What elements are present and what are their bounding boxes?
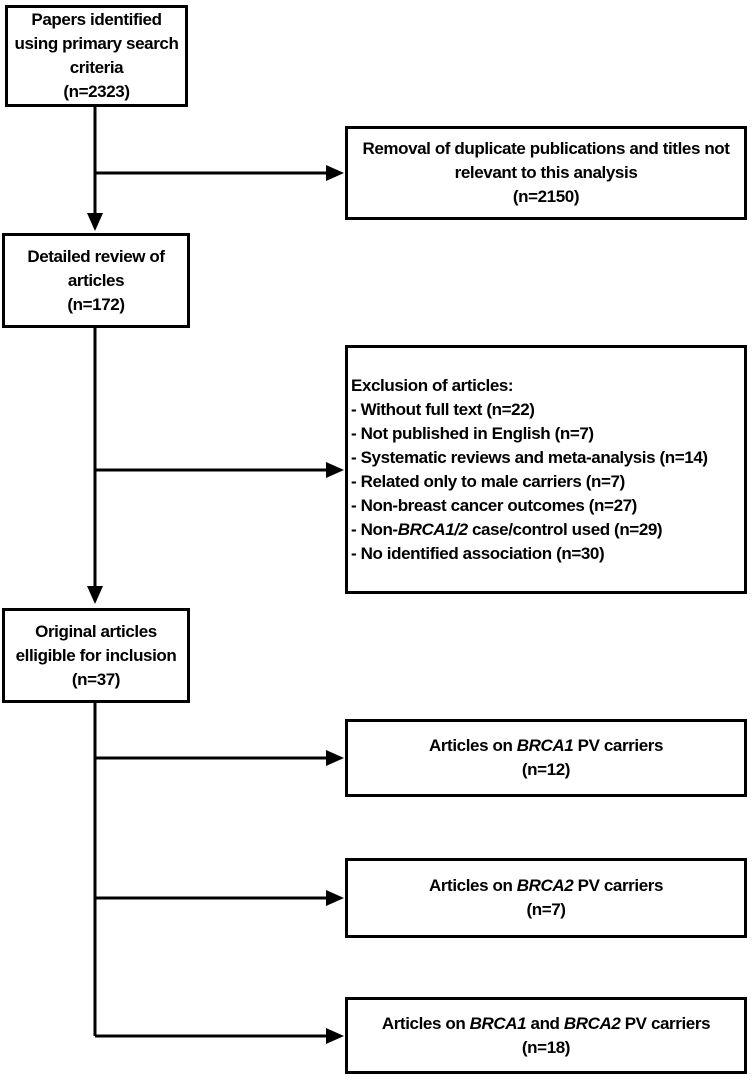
- text-line: Articles on BRCA1 PV carriers: [429, 734, 663, 758]
- gene-name-italic: BRCA1: [516, 736, 574, 755]
- count-line: (n=2150): [512, 187, 580, 206]
- text-segment: - Non-: [351, 519, 398, 539]
- box-brca2-articles: Articles on BRCA2 PV carriers (n=7): [345, 858, 747, 938]
- text-line: Removal of duplicate publications and ti…: [362, 139, 730, 158]
- box-removal-duplicates: Removal of duplicate publications and ti…: [345, 126, 747, 220]
- text-segment: PV carriers: [620, 1013, 711, 1033]
- gene-name-italic: BRCA1: [469, 1013, 527, 1033]
- text-line: using primary search: [14, 34, 179, 53]
- text-line: Articles on BRCA2 PV carriers: [429, 874, 663, 898]
- box-brca1-articles: Articles on BRCA1 PV carriers (n=12): [345, 719, 747, 797]
- count-line: (n=18): [521, 1037, 571, 1057]
- box-papers-identified: Papers identified using primary search c…: [5, 5, 188, 107]
- exclusion-item: - Systematic reviews and meta-analysis (…: [351, 447, 708, 467]
- text-segment: and: [526, 1013, 564, 1033]
- text-segment: Articles on: [381, 1013, 470, 1033]
- exclusion-item: - Not published in English (n=7): [351, 423, 594, 443]
- box-exclusion: Exclusion of articles: - Without full te…: [345, 345, 747, 594]
- exclusion-item: - Without full text (n=22): [351, 399, 535, 419]
- text-line: Detailed review of: [27, 246, 165, 266]
- text-line: Papers identified: [31, 10, 162, 29]
- text-segment: Articles on: [428, 736, 517, 755]
- count-line: (n=12): [521, 760, 571, 779]
- box-detailed-review: Detailed review of articles (n=172): [2, 233, 190, 328]
- text-line: relevant to this analysis: [454, 163, 638, 182]
- text-segment: PV carriers: [573, 736, 664, 755]
- count-line: (n=37): [71, 669, 121, 689]
- box-brca1-and-brca2-articles: Articles on BRCA1 and BRCA2 PV carriers …: [345, 997, 747, 1074]
- exclusion-item: - Related only to male carriers (n=7): [351, 471, 625, 491]
- text-line: elligible for inclusion: [15, 645, 177, 665]
- gene-name-italic: BRCA1/2: [397, 519, 468, 539]
- text-line: articles: [67, 270, 125, 290]
- text-line: Articles on BRCA1 and BRCA2 PV carriers: [381, 1012, 711, 1036]
- exclusion-item: - No identified association (n=30): [351, 543, 605, 563]
- count-line: (n=7): [526, 900, 566, 919]
- exclusion-item: - Non-breast cancer outcomes (n=27): [351, 495, 637, 515]
- gene-name-italic: BRCA2: [563, 1013, 621, 1033]
- exclusion-title: Exclusion of articles:: [351, 375, 514, 395]
- text-segment: Articles on: [428, 876, 517, 895]
- exclusion-item-brca: - Non-BRCA1/2 case/control used (n=29): [351, 518, 663, 542]
- text-line: criteria: [69, 58, 124, 77]
- count-line: (n=2323): [63, 82, 130, 101]
- text-segment: case/control used (n=29): [467, 519, 663, 539]
- text-segment: PV carriers: [573, 876, 664, 895]
- count-line: (n=172): [67, 294, 125, 314]
- gene-name-italic: BRCA2: [516, 876, 574, 895]
- text-line: Original articles: [35, 621, 157, 641]
- box-eligible-articles: Original articles elligible for inclusio…: [2, 608, 190, 703]
